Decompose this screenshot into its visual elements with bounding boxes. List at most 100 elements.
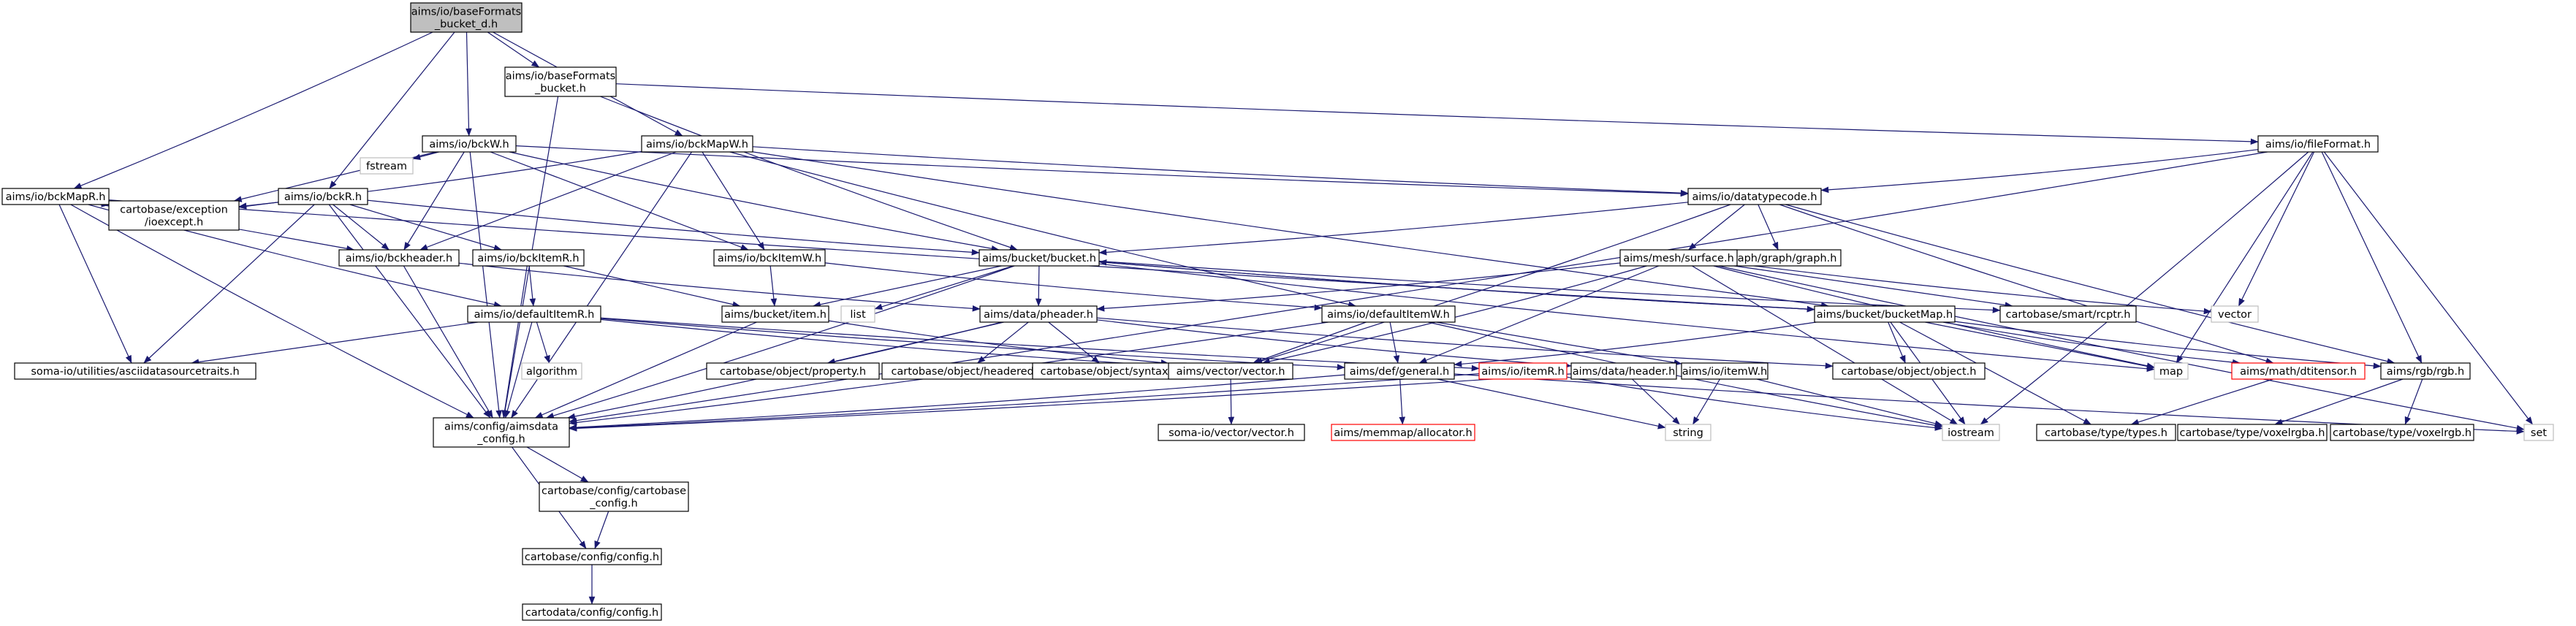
node-aimsdata_config[interactable]: aims/config/aimsdata_config.h [433,417,570,448]
node-defaultItemR[interactable]: aims/io/defaultItemR.h [467,305,601,323]
node-vector[interactable]: vector [2211,305,2259,323]
node-headered[interactable]: cartobase/object/headered.h [881,362,1054,380]
node-box [1344,362,1455,380]
node-general[interactable]: aims/def/general.h [1344,362,1455,380]
node-box [979,249,1100,267]
node-box [721,305,829,323]
node-label: aims/io/bckR.h [284,191,362,203]
node-label: cartobase/exception [120,205,228,216]
node-bckItemR[interactable]: aims/io/bckItemR.h [472,249,585,267]
edge-defaultItemW-to-general [1389,321,1400,364]
node-box [1832,362,1986,380]
node-dconfig[interactable]: cartodata/config/config.h [522,603,662,621]
edge-bckMapW-to-aimsdata_config [511,151,692,419]
node-rgb[interactable]: aims/rgb/rgb.h [2380,362,2471,380]
node-dtitensor[interactable]: aims/math/dtitensor.h [2231,362,2366,380]
edge-bckheader-to-aimsdata_config [403,265,493,419]
node-fileFormat[interactable]: aims/io/fileFormat.h [2257,135,2379,153]
node-box [979,305,1098,323]
node-item[interactable]: aims/bucket/item.h [721,305,829,323]
node-label: aims/math/dtitensor.h [2240,366,2357,378]
edge-fileFormat-to-aimsdata_config [569,151,2268,424]
node-bucketMap[interactable]: aims/bucket/bucketMap.h [1814,305,1956,323]
node-box [504,66,617,97]
node-defaultItemW[interactable]: aims/io/defaultItemW.h [1321,305,1456,323]
node-label: aims/mesh/surface.h [1623,253,1734,264]
node-cobject[interactable]: cartobase/object/object.h [1832,362,1986,380]
node-bckMapR[interactable]: aims/io/bckMapR.h [1,188,110,205]
edge-surface-to-pheader [1096,262,1621,312]
node-box [1687,188,1822,205]
edge-dtitensor-to-types [2130,378,2273,425]
edge-bckMapR-to-asciids [58,204,132,364]
node-label: fstream [366,161,407,172]
node-itemR[interactable]: aims/io/itemR.h [1478,362,1568,380]
node-asciids[interactable]: soma-io/utilities/asciidatasourcetraits.… [14,362,257,380]
node-algorithm[interactable]: algorithm [521,362,582,380]
node-map[interactable]: map [2154,362,2189,380]
node-label: aims/io/bckW.h [429,139,509,150]
node-box [2177,424,2328,441]
node-list[interactable]: list [840,305,875,323]
node-label: aims/io/bckItemR.h [477,253,579,264]
node-somavector[interactable]: soma-io/vector/vector.h [1158,424,1305,441]
node-label: aims/rgb/rgb.h [2387,366,2464,378]
file-nodes: aims/io/baseFormats_bucket_d.h aims/io/ba… [1,2,2554,621]
node-box [2257,135,2379,153]
node-fstream[interactable]: fstream [360,157,414,175]
node-iostream[interactable]: iostream [1942,424,2000,441]
node-bckMapW[interactable]: aims/io/bckMapW.h [641,135,753,153]
node-root[interactable]: aims/io/baseFormats_bucket_d.h [410,2,523,33]
node-syntax[interactable]: cartobase/object/syntax.h [1032,362,1187,380]
edge-bckR-to-bckheader [333,204,390,251]
node-surface[interactable]: aims/mesh/surface.h [1619,249,1738,267]
edge-defaultItemR-to-itemR [600,317,1480,372]
node-box [338,249,460,267]
node-box [433,417,570,448]
node-box [522,548,662,565]
node-itemW[interactable]: aims/io/itemW.h [1681,362,1768,380]
node-avector[interactable]: aims/vector/vector.h [1168,362,1293,380]
node-dheader[interactable]: aims/data/header.h [1570,362,1677,380]
edge-defaultItemR-to-asciids [191,321,479,365]
node-types[interactable]: cartobase/type/types.h [2036,424,2176,441]
edge-bucket-to-item [813,265,1002,308]
node-string[interactable]: string [1665,424,1711,441]
node-label: aims/io/bckMapW.h [646,139,748,150]
node-property[interactable]: cartobase/object/property.h [706,362,880,380]
node-pheader[interactable]: aims/data/pheader.h [979,305,1098,323]
node-cconfig[interactable]: cartobase/config/config.h [522,548,662,565]
edge-datatypecode-to-rgb [1785,204,2395,364]
node-set[interactable]: set [2523,424,2554,441]
node-ioexcept[interactable]: cartobase/exception/ioexcept.h [108,200,240,231]
edge-bckItemR-to-item [563,265,741,308]
node-box [1,188,110,205]
node-ggraph[interactable]: graph/graph/graph.h [1722,249,1842,267]
node-box [2380,362,2471,380]
node-rcptr[interactable]: cartobase/smart/rcptr.h [1999,305,2137,323]
node-label: aims/bucket/bucket.h [982,253,1096,264]
node-label: aims/io/bckheader.h [346,253,452,264]
edge-bucket-to-map [1098,263,2155,373]
edge-fileFormat-to-datatypecode [1820,149,2259,194]
node-label: aims/vector/vector.h [1177,366,1285,378]
node-voxelrgb[interactable]: cartobase/type/voxelrgb.h [2330,424,2474,441]
node-bckItemW[interactable]: aims/io/bckItemW.h [713,249,826,267]
node-label: _config.h [589,498,637,510]
node-bckR[interactable]: aims/io/bckR.h [278,188,368,205]
node-box [2036,424,2176,441]
node-label: cartobase/object/property.h [720,366,866,378]
node-cartobase_config[interactable]: cartobase/config/cartobase_config.h [539,481,689,512]
edge-datatypecode-to-dtitensor [1779,204,2274,364]
node-label: aims/io/itemR.h [1481,366,1564,378]
node-allocator[interactable]: aims/memmap/allocator.h [1331,424,1475,441]
node-bf_bucket[interactable]: aims/io/baseFormats_bucket.h [504,66,617,97]
node-box [840,305,875,323]
node-bucket[interactable]: aims/bucket/bucket.h [979,249,1100,267]
node-bckW[interactable]: aims/io/bckW.h [422,135,517,153]
node-voxelrgba[interactable]: cartobase/type/voxelrgba.h [2177,424,2328,441]
node-bckheader[interactable]: aims/io/bckheader.h [338,249,460,267]
node-label: map [2159,366,2183,378]
node-datatypecode[interactable]: aims/io/datatypecode.h [1687,188,1822,205]
